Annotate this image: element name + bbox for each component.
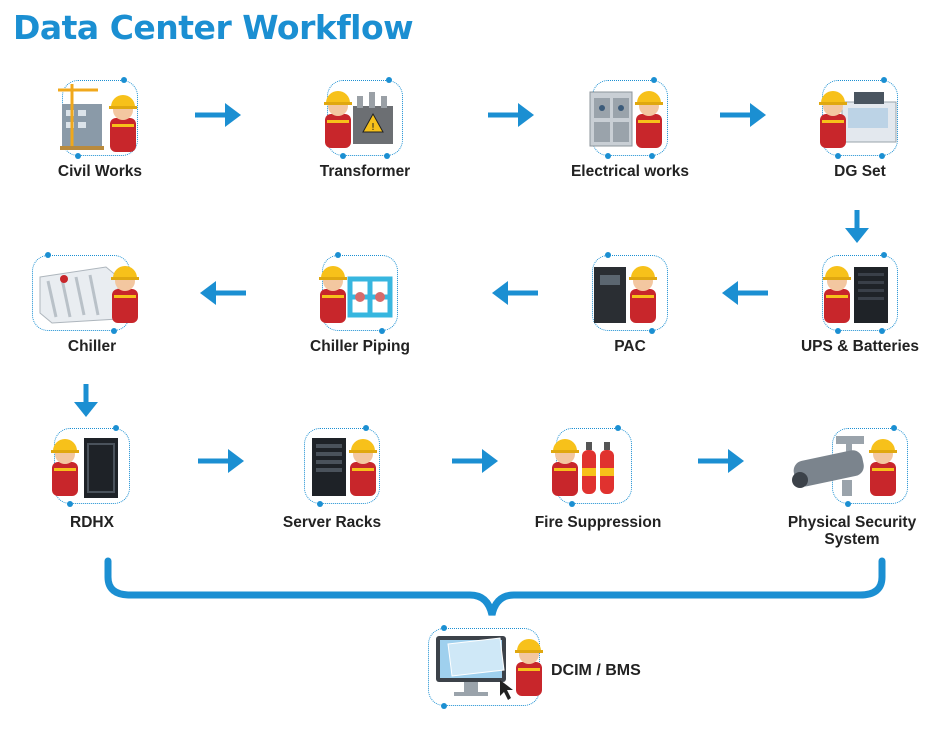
arrow-right-icon xyxy=(720,103,766,127)
arrow-right-icon xyxy=(452,449,498,473)
step-label: DG Set xyxy=(834,163,886,180)
step-label: Electrical works xyxy=(570,163,690,180)
step-label: Server Racks xyxy=(282,514,382,531)
fire-extinguisher-icon xyxy=(551,439,614,496)
generator-icon xyxy=(819,91,897,148)
arrow-down-icon xyxy=(845,210,869,243)
step-card xyxy=(592,252,668,334)
transformer-icon: ! xyxy=(324,91,393,148)
step-label-dcim-bms: DCIM / BMS xyxy=(551,662,641,679)
step-card xyxy=(304,425,380,507)
step-label: UPS & Batteries xyxy=(800,338,919,355)
step-electrical-works: Electrical works xyxy=(550,77,710,210)
arrow-right-icon xyxy=(698,449,744,473)
chiller-icon xyxy=(39,266,139,324)
arrow-left-icon xyxy=(200,281,246,305)
precision-ac-icon xyxy=(594,266,657,323)
arrow-left-icon xyxy=(722,281,768,305)
step-fire-suppression: Fire Suppression xyxy=(518,425,678,558)
svg-text:!: ! xyxy=(371,122,375,133)
step-label: Physical Security System xyxy=(787,514,917,548)
cctv-camera-icon xyxy=(792,436,897,496)
step-label: Civil Works xyxy=(57,163,143,180)
arrow-right-icon xyxy=(195,103,241,127)
step-rdhx: RDHX xyxy=(12,425,172,558)
step-card xyxy=(822,252,898,334)
step-chiller: Chiller xyxy=(12,252,172,385)
step-label: RDHX xyxy=(70,514,114,531)
ups-battery-icon xyxy=(823,266,888,323)
step-label: PAC xyxy=(614,338,646,355)
arrow-down-icon xyxy=(74,384,98,417)
step-civil-works: Civil Works xyxy=(20,77,180,210)
grouping-brace xyxy=(104,557,886,616)
construction-worker-icon xyxy=(58,84,137,152)
arrow-left-icon xyxy=(492,281,538,305)
step-label: Fire Suppression xyxy=(534,514,662,531)
step-ups-batteries: UPS & Batteries xyxy=(780,252,935,385)
step-dg-set: DG Set xyxy=(780,77,935,210)
page-title: Data Center Workflow xyxy=(13,8,414,47)
step-chiller-piping: Chiller Piping xyxy=(280,252,440,385)
arrow-right-icon xyxy=(488,103,534,127)
electrical-panel-icon xyxy=(589,91,663,148)
step-label: Chiller xyxy=(67,338,117,355)
step-transformer: ! Transformer xyxy=(285,77,445,210)
step-server-racks: Server Racks xyxy=(252,425,412,558)
step-label: Transformer xyxy=(319,163,411,180)
step-physical-security: Physical Security System xyxy=(772,425,932,558)
monitor-dashboard-icon xyxy=(436,636,543,700)
arrow-right-icon xyxy=(198,449,244,473)
rear-door-heat-exchanger-icon xyxy=(51,438,118,498)
server-rack-icon xyxy=(312,438,377,496)
piping-icon xyxy=(319,266,393,323)
step-dcim-bms xyxy=(410,625,550,709)
step-pac: PAC xyxy=(550,252,710,385)
step-label: Chiller Piping xyxy=(310,338,410,355)
